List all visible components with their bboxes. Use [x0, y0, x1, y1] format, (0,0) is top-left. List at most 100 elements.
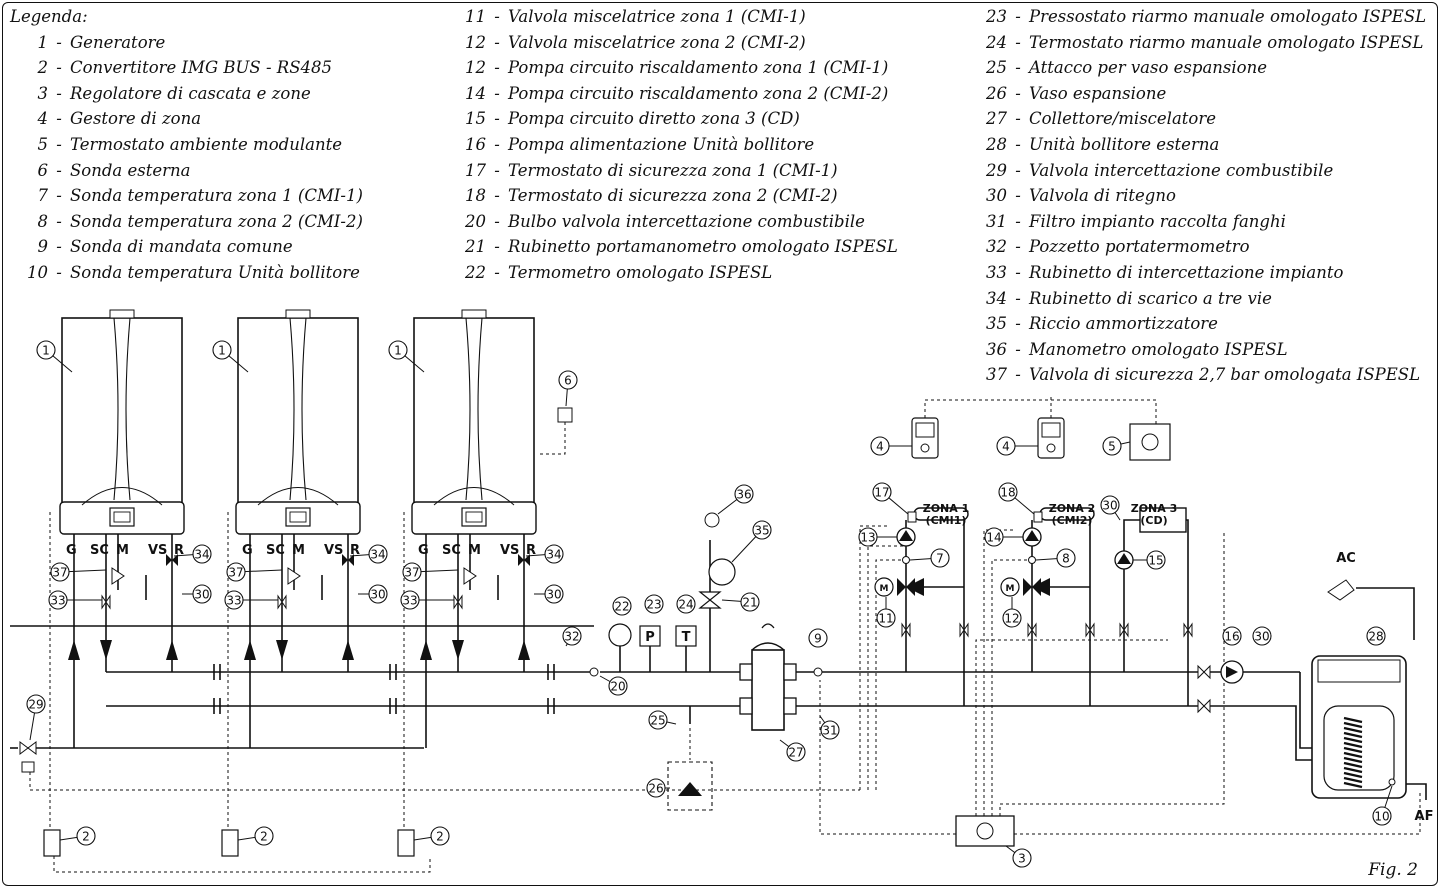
dhw-coil-turn: [1343, 736, 1363, 744]
legend-dash: -: [56, 237, 62, 257]
legend-item-number: 7: [37, 186, 49, 206]
legend-item-text: Sonda temperatura Unità bollitore: [70, 262, 360, 282]
zone-stop-valve: [901, 622, 911, 638]
legend-dash: -: [1015, 186, 1021, 206]
legend-item: 32-Pozzetto portatermometro: [950, 234, 1426, 260]
legend-dash: -: [494, 58, 500, 78]
thermometer: [608, 623, 632, 647]
legend-dash: -: [1015, 211, 1021, 231]
dhw-coil-turn: [1343, 776, 1363, 784]
isolation-cock: [277, 594, 287, 610]
callout-number: 22: [614, 600, 629, 614]
callout-number: 2: [436, 830, 444, 844]
callout-number: 37: [228, 566, 243, 580]
legend-item-text: Riccio ammortizzatore: [1029, 314, 1218, 334]
separator-flange: [783, 663, 797, 681]
callout-number: 33: [402, 594, 417, 608]
zone-flow-pipe: [1123, 519, 1140, 672]
boiler-display: [109, 507, 135, 527]
legend-item-number: 28: [986, 134, 1007, 154]
mixing-valve-port: [1032, 578, 1050, 596]
legend-item-text: Pompa alimentazione Unità bollitore: [508, 134, 815, 154]
flow-arrow-down: [276, 640, 288, 660]
legend-item-text: Pompa circuito riscaldamento zona 1 (CMI…: [508, 58, 889, 78]
legend-item-number: 29: [986, 160, 1007, 180]
callout-number: 34: [194, 548, 209, 562]
callout-circle: [876, 608, 896, 628]
drain-cock: [342, 554, 354, 566]
legend-item: 37-Valvola di sicurezza 2,7 bar omologat…: [950, 362, 1426, 388]
bus-converter: [43, 829, 61, 857]
legend-dash: -: [56, 32, 62, 52]
legend-item-number: 12: [465, 58, 486, 78]
callout-circle: [612, 596, 632, 616]
hot-water-label: AC: [1336, 551, 1356, 566]
callout-circle: [998, 482, 1018, 502]
boiler-curve: [433, 487, 515, 506]
legend-item-number: 33: [986, 262, 1007, 282]
manometer-cock: [698, 591, 722, 609]
tank-feed-pump-arrow: [1226, 666, 1238, 678]
legend-item-text: Sonda esterna: [70, 160, 191, 180]
valve-motor-label: M: [1006, 584, 1015, 594]
zone-pump-arrow: [899, 530, 913, 541]
zone-pump-arrow: [1025, 530, 1039, 541]
legend-item-number: 16: [465, 134, 486, 154]
legend-item-number: 32: [986, 237, 1007, 257]
legend-item-text: Manometro omologato ISPESL: [1029, 339, 1288, 359]
callout-circle: [808, 628, 828, 648]
legend-dash: -: [56, 262, 62, 282]
legend-item-text: Valvola di ritegno: [1029, 186, 1176, 206]
legend-item: 31-Filtro impianto raccolta fanghi: [950, 209, 1426, 235]
room-thermostat-dial: [1141, 433, 1159, 451]
zone-manager-knob: [1046, 443, 1056, 453]
legend-dash: -: [56, 134, 62, 154]
legend-item: 27-Collettore/miscelatore: [950, 106, 1426, 132]
legend-item: 8-Sonda temperatura zona 2 (CMI-2): [10, 209, 363, 235]
callout-number: 30: [546, 588, 561, 602]
safety-valve: [463, 567, 477, 585]
legend-item: 10-Sonda temperatura Unità bollitore: [10, 260, 363, 286]
callout-number: 5: [1108, 440, 1116, 454]
callout-circle: [48, 590, 68, 610]
control-wire: [53, 856, 431, 873]
legend-item-text: Termometro omologato ISPESL: [508, 262, 773, 282]
callout-circle: [870, 436, 890, 456]
boiler-front-ridge: [289, 317, 307, 501]
callout-number: 37: [52, 566, 67, 580]
callout-circle: [1366, 626, 1386, 646]
callout-circle: [1100, 495, 1120, 515]
zone-return-pipe: [1186, 519, 1189, 706]
legend-dash: -: [494, 134, 500, 154]
legend-item-text: Gestore di zona: [70, 109, 202, 129]
callout-number: 33: [50, 594, 65, 608]
valve-motor-label: M: [880, 584, 889, 594]
fuel-valve: [19, 741, 37, 755]
callout-circle: [368, 584, 388, 604]
legend-item-number: 14: [465, 83, 486, 103]
callout-circle: [608, 676, 628, 696]
legend-item: 15-Pompa circuito diretto zona 3 (CD): [440, 106, 898, 132]
callout-circle: [388, 340, 408, 360]
dhw-coil-turn: [1343, 721, 1363, 729]
safety-valve: [111, 567, 125, 585]
boiler-body: [413, 317, 535, 507]
legend-item: 20-Bulbo valvola intercettazione combust…: [440, 209, 898, 235]
callout-circle: [1102, 436, 1122, 456]
separator-flange: [739, 663, 753, 681]
callout-circle: [26, 694, 46, 714]
control-wire: [29, 772, 860, 791]
sludge-filter: [816, 700, 828, 716]
separator-flange: [739, 697, 753, 715]
control-wire: [924, 399, 1157, 424]
legend-item: 1-Generatore: [10, 30, 363, 56]
legend-dash: -: [1015, 7, 1021, 26]
legend-column-3: 23-Pressostato riarmo manuale omologato …: [950, 4, 1426, 388]
legend-item-number: 1: [37, 32, 49, 52]
callout-circle: [858, 527, 878, 547]
legend-item-number: 17: [465, 160, 486, 180]
